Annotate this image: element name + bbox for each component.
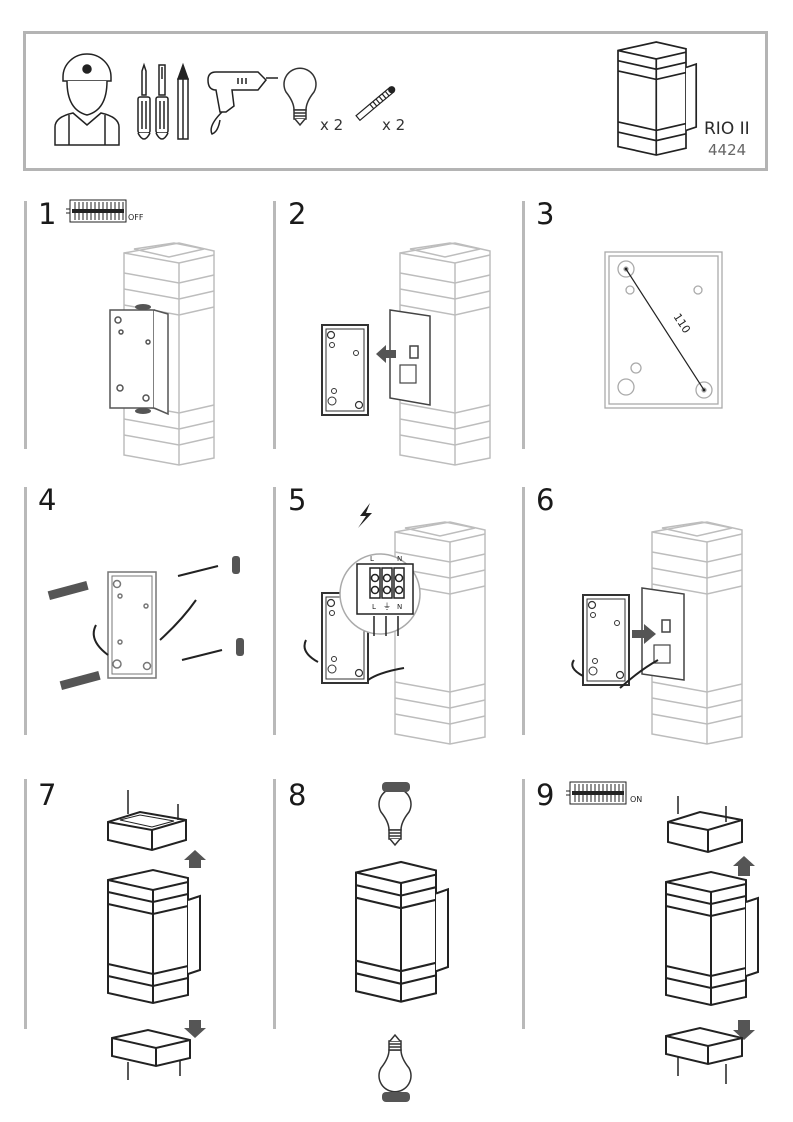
wall-plug-screw-icon xyxy=(355,86,396,122)
arrow-up-icon xyxy=(184,850,206,868)
step-9-number: 9 xyxy=(536,778,554,812)
bulb-bottom-icon xyxy=(378,1034,412,1093)
step-6-cable xyxy=(571,659,659,689)
arrow-down-icon xyxy=(733,1020,755,1040)
product-lamp-icon xyxy=(617,41,698,156)
drill-template-icon xyxy=(604,251,723,409)
bulb-quantity: x 2 xyxy=(320,116,343,134)
cable-icon xyxy=(92,599,197,656)
tools-header-box xyxy=(23,31,768,171)
step-1-number: 1 xyxy=(38,197,56,231)
step-4-plate xyxy=(107,571,157,679)
screw-icon xyxy=(177,565,223,661)
step-8-number: 8 xyxy=(288,778,306,812)
product-code: 4424 xyxy=(708,141,746,159)
step-6-plate xyxy=(582,594,630,686)
pencil-icon xyxy=(176,62,190,140)
arrow-up-icon xyxy=(733,856,755,876)
wall-plug-icon xyxy=(47,580,101,691)
step-7-bottom-cover xyxy=(111,1028,191,1068)
dimension-line xyxy=(625,268,705,391)
product-name: RIO II xyxy=(704,119,750,139)
step-7-lamp xyxy=(107,869,201,1004)
plug-quantity: x 2 xyxy=(382,116,405,134)
terminal-block-icon: L N L ⏚ N xyxy=(339,553,421,636)
step-6-box xyxy=(641,587,685,681)
screwdriver-flat-icon xyxy=(155,64,169,140)
screwdriver-phillips-icon xyxy=(137,62,151,140)
step-9-screws xyxy=(677,796,727,1084)
terminal-label-neutral: N xyxy=(397,603,402,611)
step-5-number: 5 xyxy=(288,483,306,517)
step-9-bottom-cover xyxy=(665,1026,743,1066)
step-5-cable xyxy=(303,639,405,681)
arrow-right-icon xyxy=(632,624,656,644)
arrow-down-icon xyxy=(184,1020,206,1038)
bulb-icon xyxy=(283,67,317,126)
step-8-lamp xyxy=(354,860,450,1003)
step-9-switch-label: ON xyxy=(630,795,642,804)
terminal-label-live: L xyxy=(372,603,376,611)
bulb-top-icon xyxy=(378,787,412,846)
step-7-number: 7 xyxy=(38,778,56,812)
step-2-number: 2 xyxy=(288,197,306,231)
step-7-top-cover xyxy=(107,810,187,852)
electrician-icon xyxy=(54,53,120,146)
step-4-number: 4 xyxy=(38,483,56,517)
step-9-lamp xyxy=(665,871,759,1006)
terminal-label-live-top: L xyxy=(370,555,374,563)
rotate-arrow-icon xyxy=(382,782,410,1102)
step-3-number: 3 xyxy=(536,197,554,231)
mounting-plate-icon xyxy=(321,324,369,416)
step-dividers xyxy=(24,201,525,1029)
rotate-arrow-icon xyxy=(232,556,244,656)
step-9-top-cover xyxy=(667,810,743,854)
step-5-lamp xyxy=(394,521,486,745)
breaker-off-icon xyxy=(65,199,127,223)
terminal-label-neutral-top: N xyxy=(397,555,402,563)
screw-rotate-icon xyxy=(135,304,151,414)
drill-icon xyxy=(207,71,278,135)
terminal-label-earth: ⏚ xyxy=(383,602,391,611)
arrow-left-icon xyxy=(376,345,396,363)
step-1-switch-label: OFF xyxy=(128,213,144,222)
step-2-box xyxy=(389,309,431,406)
breaker-on-icon xyxy=(565,781,627,805)
step-6-number: 6 xyxy=(536,483,554,517)
lightning-icon xyxy=(358,503,372,528)
step-7-screws xyxy=(127,790,181,1080)
step-1-plate xyxy=(109,309,169,416)
